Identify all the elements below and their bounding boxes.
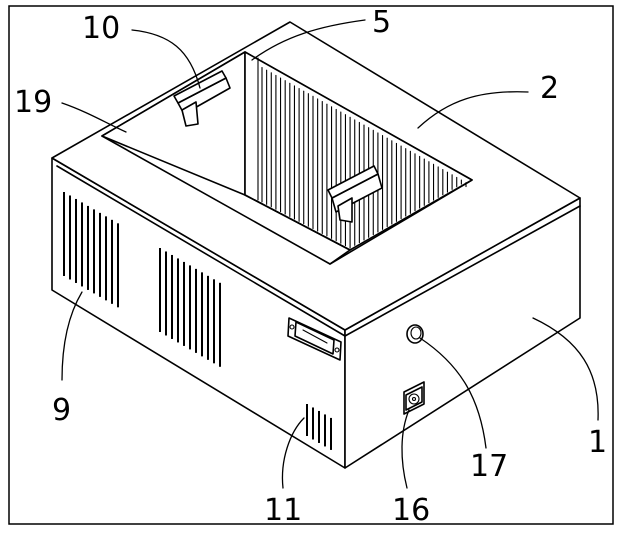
leader-lines xyxy=(61,19,599,489)
indicator-button-inner xyxy=(410,326,422,340)
leader-5 xyxy=(251,19,366,61)
handle-right-top xyxy=(327,165,379,199)
label-2: 2 xyxy=(540,71,559,106)
connector-plate-screw-left xyxy=(289,324,295,330)
top-rim-lower-edge-left xyxy=(56,165,346,337)
connector-plate-inner xyxy=(294,321,335,355)
vent-middle xyxy=(159,248,221,367)
label-5: 5 xyxy=(372,5,391,40)
leader-9 xyxy=(61,291,83,381)
connector-plate-slot xyxy=(302,329,328,344)
label-1: 1 xyxy=(588,425,607,460)
power-socket-face xyxy=(405,386,423,411)
leader-1 xyxy=(532,317,599,421)
handle-right xyxy=(327,165,383,223)
power-socket-ring xyxy=(408,393,420,405)
label-17: 17 xyxy=(470,449,508,484)
reference-numerals: 10 5 19 2 9 1 17 11 16 xyxy=(14,5,607,528)
figure-border xyxy=(8,5,614,525)
label-10: 10 xyxy=(82,11,120,46)
tank-floor-edge xyxy=(244,194,351,265)
power-socket xyxy=(403,381,425,415)
label-19: 19 xyxy=(14,85,52,120)
leader-10 xyxy=(131,29,201,89)
indicator-button xyxy=(406,324,424,344)
connector-plate-screw-right xyxy=(334,347,340,353)
vent-left xyxy=(63,192,119,308)
handle-left-foot xyxy=(181,101,199,127)
power-socket-pin xyxy=(411,396,417,402)
leader-19 xyxy=(61,102,127,133)
top-rim-lower-edge-right xyxy=(344,205,581,337)
label-9: 9 xyxy=(52,393,71,428)
leader-16 xyxy=(401,409,410,489)
leader-2 xyxy=(417,91,529,129)
leader-17 xyxy=(419,337,487,449)
device-housing xyxy=(51,21,581,469)
vent-small xyxy=(306,404,332,450)
leader-11 xyxy=(281,417,305,489)
handle-right-foot xyxy=(337,197,353,223)
tank-ribs xyxy=(261,67,467,249)
label-16: 16 xyxy=(392,493,430,528)
connector-plate xyxy=(287,317,342,361)
label-11: 11 xyxy=(264,493,302,528)
